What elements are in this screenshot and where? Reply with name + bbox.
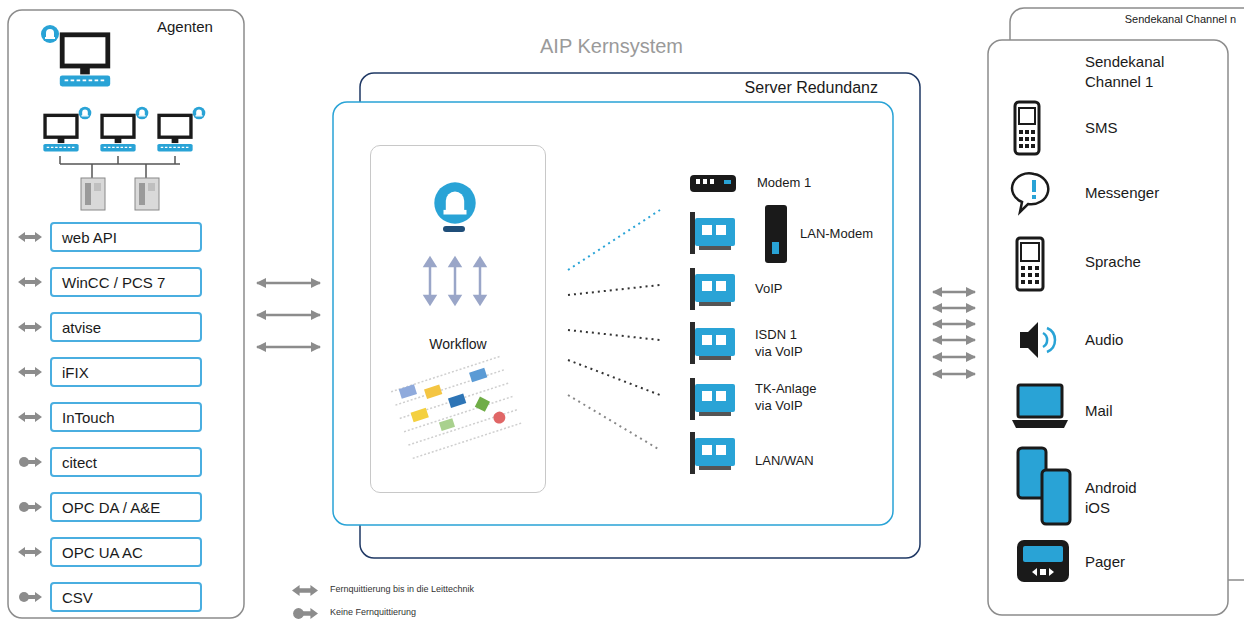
channel-label: Mail [1085, 401, 1113, 421]
node-label: web API [62, 229, 117, 246]
node-label: InTouch [62, 409, 115, 426]
node-label: Workflow [371, 336, 545, 352]
channel-label: Android iOS [1085, 478, 1147, 517]
agent-box: citect [50, 447, 202, 477]
workflow-box: Workflow [370, 145, 546, 493]
double-arrow [933, 291, 975, 294]
device-label: ISDN 1 via VoIP [755, 327, 813, 361]
legend-text: Keine Fernquittierung [330, 607, 416, 617]
server-panel: Server RedundanzWorkflow [333, 73, 920, 558]
node-label: atvise [62, 319, 101, 336]
panel-outline [8, 10, 244, 618]
legend-text: Fernquittierung bis in die Leittechnik [330, 584, 474, 594]
agent-box: InTouch [50, 402, 202, 432]
double-arrow [933, 339, 975, 342]
agent-box: WinCC / PCS 7 [50, 267, 202, 297]
node-label: OPC UA AC [62, 544, 143, 561]
node-label: Server Redundanz [745, 79, 878, 97]
double-arrow [257, 346, 320, 349]
node-label: CSV [62, 589, 93, 606]
device-label: LAN/WAN [755, 453, 814, 470]
double-arrow [933, 323, 975, 326]
agent-box: CSV [50, 582, 202, 612]
node-label: Sendekanal Channel n [1125, 13, 1236, 25]
channel-label: Pager [1085, 552, 1125, 572]
agent-box: OPC UA AC [50, 537, 202, 567]
device-label: VoIP [755, 281, 782, 298]
channel-label: Messenger [1085, 183, 1159, 203]
channel-label: Audio [1085, 330, 1123, 350]
channel-label: Sprache [1085, 252, 1141, 272]
double-arrow [933, 373, 975, 376]
panel-outline [333, 102, 893, 525]
device-label: Modem 1 [757, 175, 811, 192]
node-label: iFIX [62, 364, 89, 381]
agent-panel: Agenten web API WinCC / PCS 7 atvise iFIX InT… [8, 10, 244, 618]
node-label: WinCC / PCS 7 [62, 274, 165, 291]
double-arrow [933, 307, 975, 310]
double-arrow [933, 356, 975, 359]
node-label: citect [62, 454, 97, 471]
device-label: LAN-Modem [800, 226, 873, 243]
channel-label: SMS [1085, 118, 1118, 138]
double-arrow [257, 282, 320, 285]
agent-box: iFIX [50, 357, 202, 387]
node-label: Agenten [157, 18, 213, 35]
device-label: TK-Anlage via VoIP [755, 381, 821, 415]
node-label: OPC DA / A&E [62, 499, 160, 516]
double-arrow [257, 314, 320, 317]
agent-box: web API [50, 222, 202, 252]
panel-outline [988, 40, 1228, 615]
agent-box: atvise [50, 312, 202, 342]
system-title: AIP Kernsystem [540, 33, 683, 59]
node-label: Sendekanal Channel 1 [1085, 52, 1189, 93]
agent-box: OPC DA / A&E [50, 492, 202, 522]
